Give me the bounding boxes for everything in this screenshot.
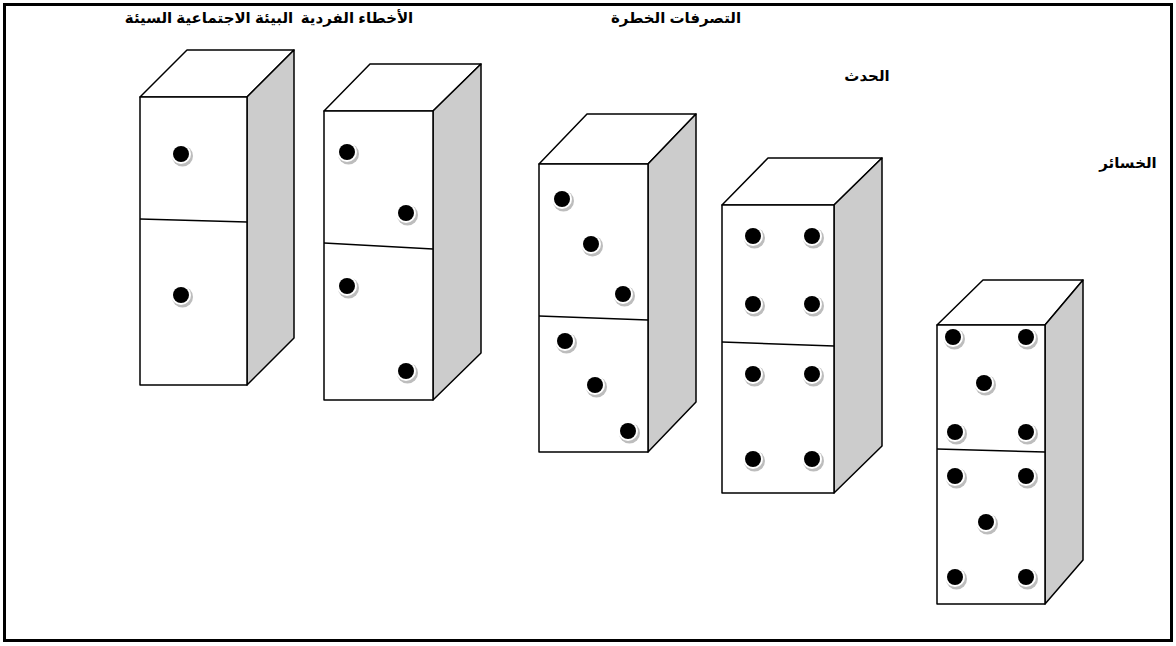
domino-label: البيئة الاجتماعية السيئة — [125, 9, 293, 27]
label-text: الأخطاء الفردية — [301, 9, 414, 27]
label-text: البيئة الاجتماعية السيئة — [125, 9, 293, 27]
domino-pips — [171, 142, 1038, 590]
domino — [937, 280, 1083, 604]
frame — [5, 5, 1172, 641]
domino-label: الأخطاء الفردية — [301, 9, 414, 27]
domino-label: التصرفات الخطرة — [611, 9, 741, 27]
label-text: التصرفات الخطرة — [611, 9, 741, 27]
domino — [324, 64, 481, 400]
domino — [539, 114, 696, 452]
label-text: الخسائر — [1099, 154, 1156, 172]
domino — [722, 158, 882, 493]
label-text: الحدث — [844, 67, 889, 85]
domino — [140, 50, 294, 385]
domino-label: الخسائر — [1099, 154, 1156, 172]
domino-label: الحدث — [844, 67, 889, 85]
